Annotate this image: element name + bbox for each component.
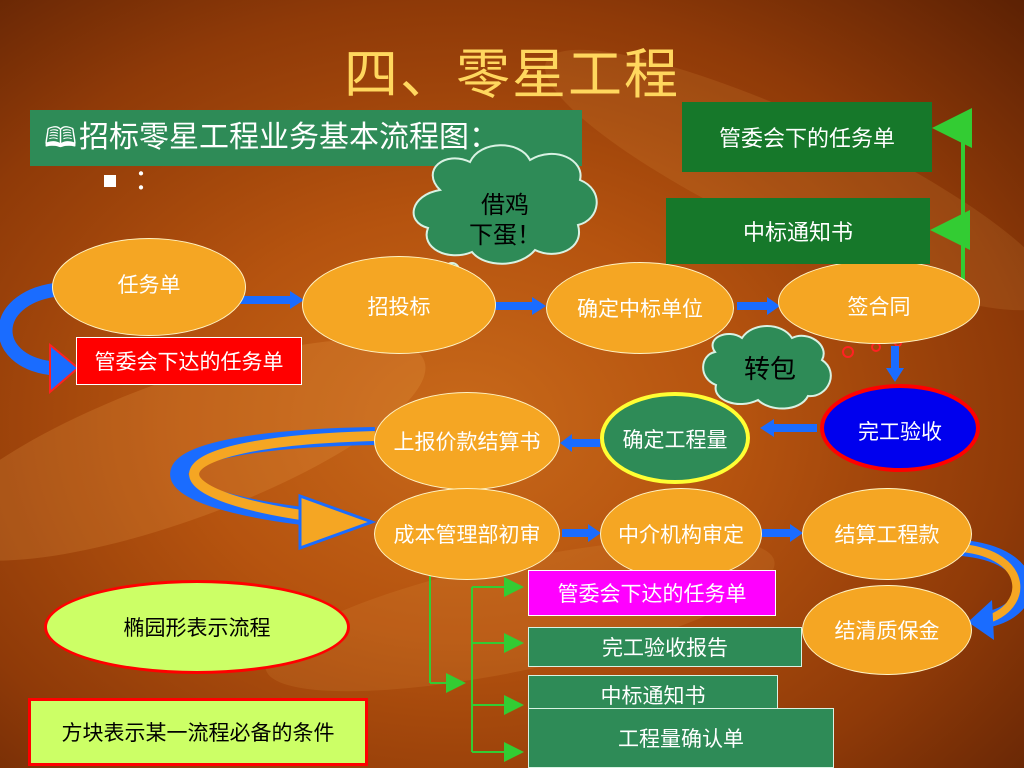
node-label: 确定工程量 (622, 428, 728, 452)
cloud-borrow-text: 借鸡 下蛋！ (469, 191, 541, 249)
condition-committee-task-bottom: 管委会下达的任务单 (528, 570, 776, 616)
bullet-square-icon (104, 175, 116, 187)
node-label: 确定中标单位 (577, 297, 703, 321)
condition-label: 中标通知书 (742, 221, 853, 246)
subtitle-box: 🕮招标零星工程业务基本流程图： (30, 110, 582, 166)
node-settle-payment: 结算工程款 (802, 488, 972, 580)
slide-title: 四、零星工程 (344, 43, 680, 106)
cloud-subcontract-text: 转包 (743, 355, 796, 385)
node-cost-review: 成本管理部初审 (374, 488, 560, 580)
bullet-text: ： (134, 163, 163, 196)
node-bidding: 招投标 (302, 256, 496, 354)
legend-rect-label: 方块表示某一流程必备的条件 (61, 721, 335, 745)
condition-committee-task-left: 管委会下达的任务单 (76, 337, 302, 385)
node-completion-acceptance: 完工验收 (820, 384, 980, 472)
node-label: 成本管理部初审 (393, 523, 541, 547)
node-sign-contract: 签合同 (778, 260, 980, 344)
node-label: 任务单 (117, 273, 181, 297)
node-label: 完工验收 (858, 420, 942, 444)
condition-committee-task-top: 管委会下的任务单 (682, 102, 932, 172)
node-confirm-winner: 确定中标单位 (546, 262, 734, 354)
condition-label: 完工验收报告 (602, 636, 728, 660)
node-label: 签合同 (847, 295, 911, 319)
legend-ellipse-label: 椭园形表示流程 (123, 616, 271, 640)
book-icon: 🕮 (44, 121, 78, 154)
condition-label: 管委会下达的任务单 (94, 350, 284, 374)
node-confirm-quantity: 确定工程量 (600, 392, 750, 484)
legend-rect: 方块表示某一流程必备的条件 (28, 698, 368, 766)
node-label: 中介机构审定 (618, 523, 744, 547)
node-task-list: 任务单 (52, 238, 246, 336)
node-label: 招投标 (367, 295, 431, 319)
condition-label: 中标通知书 (600, 684, 706, 708)
node-agency-review: 中介机构审定 (600, 488, 762, 580)
node-label: 结算工程款 (834, 523, 940, 547)
condition-completion-report: 完工验收报告 (528, 627, 802, 667)
node-label: 上报价款结算书 (393, 430, 541, 454)
bullet-row: ： (104, 158, 162, 198)
legend-ellipse: 椭园形表示流程 (44, 580, 350, 674)
node-report-settlement: 上报价款结算书 (374, 392, 560, 490)
condition-label: 管委会下达的任务单 (557, 582, 747, 606)
node-settle-deposit: 结清质保金 (802, 585, 972, 675)
node-label: 结清质保金 (834, 619, 940, 643)
cloud-subcontract-icon (702, 325, 902, 410)
subtitle-text: 招标零星工程业务基本流程图： (79, 120, 500, 155)
condition-label: 管委会下的任务单 (718, 127, 895, 152)
condition-quantity-confirm: 工程量确认单 (528, 708, 834, 768)
condition-label: 工程量确认单 (618, 727, 744, 751)
condition-bid-notice-top: 中标通知书 (666, 198, 930, 264)
